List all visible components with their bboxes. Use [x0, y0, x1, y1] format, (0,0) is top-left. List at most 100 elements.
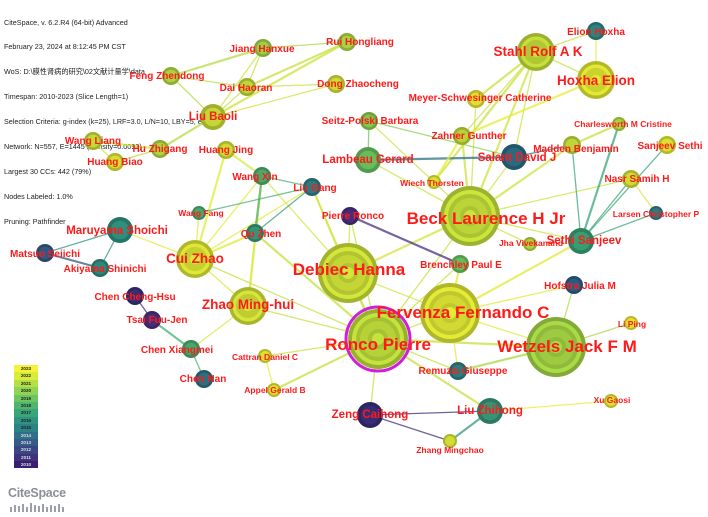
node-wiech[interactable]	[427, 175, 441, 189]
node-label-lambeau[interactable]: Lambeau Gerard	[322, 154, 413, 166]
node-label-zeng[interactable]: Zeng Caihong	[332, 409, 409, 421]
node-label-xu[interactable]: Xu Gaosi	[594, 395, 631, 405]
node-wang_xin[interactable]	[253, 167, 271, 185]
node-salant[interactable]	[501, 144, 527, 170]
node-label-jha[interactable]: Jha Vivekanand	[499, 238, 563, 248]
node-label-liu_zh[interactable]: Liu Zhihong	[457, 405, 523, 417]
node-label-tsai[interactable]: Tsai Fuu-Jen	[127, 315, 188, 326]
node-dai[interactable]	[238, 78, 256, 96]
node-pierre_r[interactable]	[341, 207, 359, 225]
node-wang_liang[interactable]	[84, 132, 102, 150]
node-label-rui[interactable]: Rui Hongliang	[326, 37, 394, 48]
node-label-hoxha_e[interactable]: Hoxha Elion	[557, 73, 635, 88]
node-sanjeev_s[interactable]	[658, 136, 676, 154]
node-brenchley[interactable]	[451, 255, 469, 273]
node-label-huang_jing[interactable]: Huang Jing	[199, 145, 253, 156]
node-elion_hoxha[interactable]	[587, 22, 605, 40]
node-label-cattran[interactable]: Cattran Daniel C	[232, 352, 298, 362]
node-label-dong[interactable]: Dong Zhaocheng	[317, 79, 399, 90]
node-label-hofstra[interactable]: Hofstra Julia M	[544, 281, 616, 292]
node-qu[interactable]	[246, 224, 264, 242]
node-label-liu_baoli[interactable]: Liu Baoli	[189, 111, 238, 123]
node-zhang[interactable]	[443, 434, 457, 448]
node-label-chen_xm[interactable]: Chen Xiangmei	[141, 345, 213, 356]
node-zhao_mh[interactable]	[229, 287, 267, 325]
node-stahl[interactable]	[517, 33, 555, 71]
node-label-elion_hoxha[interactable]: Elion Hoxha	[567, 27, 625, 38]
node-rui[interactable]	[338, 33, 356, 51]
node-label-hu[interactable]: Hu Zhigang	[133, 144, 188, 155]
node-label-akiyama[interactable]: Akiyama Shinichi	[64, 264, 147, 275]
node-jiang[interactable]	[254, 39, 272, 57]
node-chen_ch[interactable]	[126, 287, 144, 305]
node-dong[interactable]	[327, 75, 345, 93]
node-remuzzi[interactable]	[449, 362, 467, 380]
node-liu_baoli[interactable]	[200, 104, 226, 130]
node-sethi_s[interactable]	[568, 228, 594, 254]
node-matsuo[interactable]	[36, 244, 54, 262]
node-meyer[interactable]	[467, 90, 485, 108]
node-huang_biao[interactable]	[106, 153, 124, 171]
node-beck[interactable]	[440, 186, 500, 246]
node-hofstra[interactable]	[565, 276, 583, 294]
node-cattran[interactable]	[258, 349, 272, 363]
node-label-wetzels[interactable]: Wetzels Jack F M	[497, 337, 637, 356]
node-label-sanjeev_s[interactable]: Sanjeev Sethi	[637, 141, 702, 152]
node-label-zahner[interactable]: Zahner Gunther	[431, 131, 506, 142]
node-label-salant[interactable]: Salant David J	[478, 152, 557, 164]
node-label-wang_xin[interactable]: Wang Xin	[232, 172, 277, 183]
node-label-zhao_mh[interactable]: Zhao Ming-hui	[202, 297, 294, 312]
node-xu[interactable]	[604, 394, 618, 408]
node-madden[interactable]	[563, 136, 581, 154]
node-label-jiang[interactable]: Jiang Hanxue	[229, 44, 294, 55]
node-label-chen_nan[interactable]: Chen Nan	[180, 374, 227, 385]
node-label-wang_fang[interactable]: Wang Fang	[178, 208, 223, 218]
node-lambeau[interactable]	[355, 147, 381, 173]
node-label-stahl[interactable]: Stahl Rolf A K	[494, 44, 583, 59]
node-feng[interactable]	[162, 67, 180, 85]
node-wetzels[interactable]	[526, 317, 586, 377]
node-label-nasr[interactable]: Nasr Samih H	[604, 174, 669, 185]
node-seitz[interactable]	[360, 112, 378, 130]
node-zeng[interactable]	[357, 402, 383, 428]
node-label-fervenza[interactable]: Fervenza Fernando C	[377, 303, 550, 322]
node-tsai[interactable]	[143, 311, 161, 329]
node-fervenza[interactable]	[420, 283, 480, 343]
node-label-cui_zhao[interactable]: Cui Zhao	[166, 251, 224, 266]
node-debiec[interactable]	[318, 243, 378, 303]
node-label-ronco[interactable]: Ronco Pierre	[325, 335, 431, 354]
node-label-pierre_r[interactable]: Pierre Ronco	[322, 211, 384, 222]
node-label-seitz[interactable]: Seitz-Polski Barbara	[322, 116, 419, 127]
node-label-matsuo[interactable]: Matsuo Seiichi	[10, 249, 80, 260]
node-hoxha_e[interactable]	[577, 61, 615, 99]
node-ronco[interactable]	[344, 305, 412, 373]
node-li_ping[interactable]	[624, 316, 638, 330]
node-chen_nan[interactable]	[195, 370, 213, 388]
node-zahner[interactable]	[453, 127, 471, 145]
node-akiyama[interactable]	[91, 259, 109, 277]
node-appel[interactable]	[267, 383, 281, 397]
node-huang_jing[interactable]	[217, 141, 235, 159]
node-label-zhang[interactable]: Zhang Mingchao	[416, 445, 484, 455]
node-label-charlesworth[interactable]: Charlesworth M Cristine	[574, 119, 672, 129]
node-cui_zhao[interactable]	[176, 240, 214, 278]
node-label-brenchley[interactable]: Brenchley Paul E	[420, 260, 502, 271]
node-label-wiech[interactable]: Wiech Thorsten	[400, 178, 464, 188]
node-label-feng[interactable]: Feng Zhendong	[130, 71, 205, 82]
node-label-debiec[interactable]: Debiec Hanna	[293, 260, 406, 279]
node-wang_fang[interactable]	[192, 206, 206, 220]
node-label-meyer[interactable]: Meyer-Schwesinger Catherine	[409, 93, 552, 104]
node-label-liu_gang[interactable]: Liu Gang	[293, 183, 336, 194]
node-hu[interactable]	[151, 140, 169, 158]
node-label-huang_biao[interactable]: Huang Biao	[87, 157, 143, 168]
node-label-chen_ch[interactable]: Chen Cheng-Hsu	[94, 292, 175, 303]
node-charlesworth[interactable]	[612, 117, 626, 131]
node-maruyama[interactable]	[107, 217, 133, 243]
node-label-dai[interactable]: Dai Haoran	[220, 83, 273, 94]
node-label-li_ping[interactable]: Li Ping	[618, 319, 646, 329]
node-label-maruyama[interactable]: Maruyama Shoichi	[66, 225, 168, 237]
node-label-appel[interactable]: Appel Gerald B	[244, 385, 305, 395]
node-label-remuzzi[interactable]: Remuzzi Giuseppe	[419, 366, 508, 377]
node-label-beck[interactable]: Beck Laurence H Jr	[407, 209, 566, 228]
